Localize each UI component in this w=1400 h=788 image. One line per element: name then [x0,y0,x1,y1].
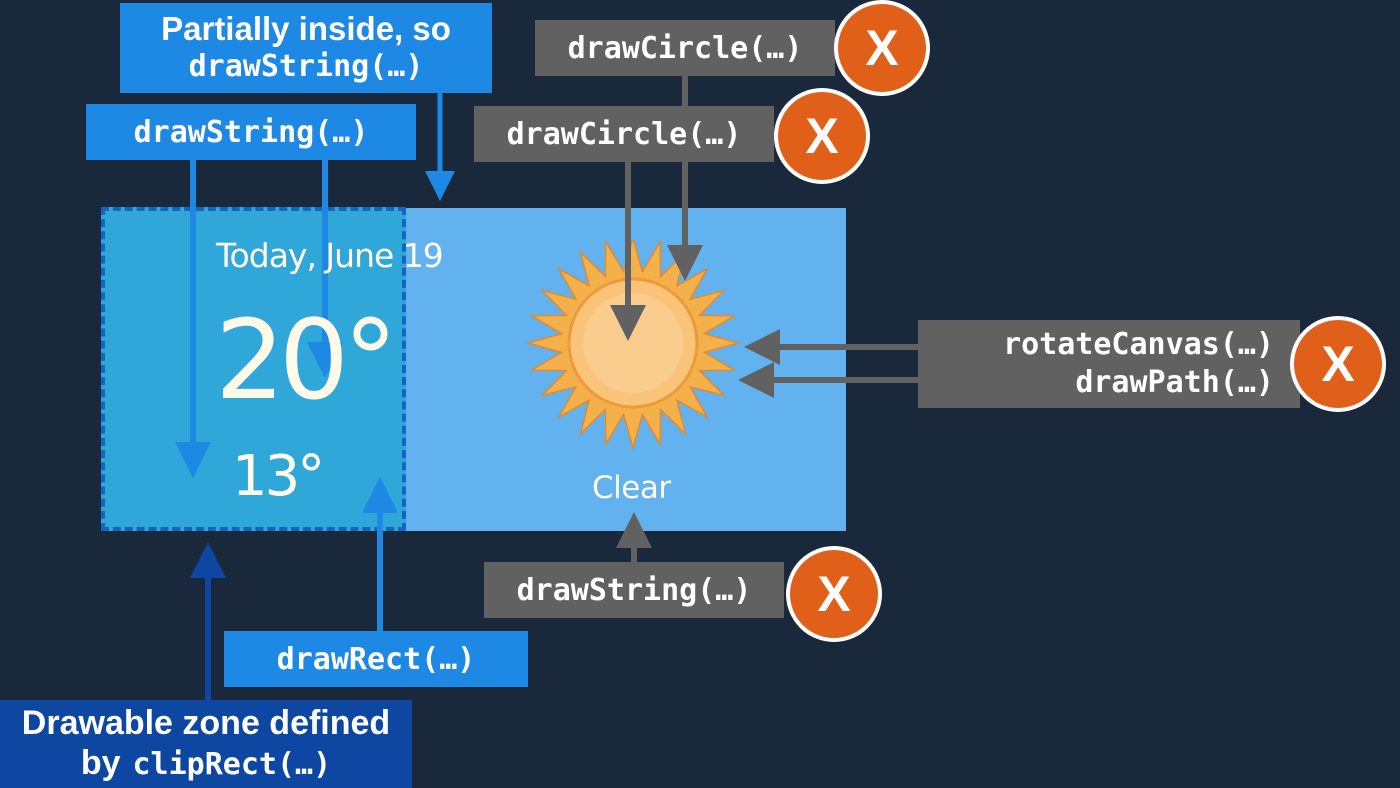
sun-icon [525,240,741,450]
label-draw-path: drawPath(…) [1075,365,1274,400]
label-partially-inside-title: Partially inside, so [161,10,451,47]
x-badge-icon: X [1290,316,1386,412]
label-zone-by: by [80,744,121,782]
condition-text: Clear [592,470,671,506]
label-drawable-zone: Drawable zone defined by clipRect(…) [0,700,412,788]
label-drawable-zone-title: Drawable zone defined [21,704,391,742]
label-draw-string-clear: drawString(…) [484,562,784,618]
label-drawable-zone-line2: by clipRect(…) [81,743,331,785]
clip-rect-zone [101,207,406,531]
label-draw-circle-1: drawCircle(…) [535,20,835,76]
label-draw-circle-2: drawCircle(…) [474,106,774,162]
high-temperature: 20° [215,296,398,424]
label-rotate-path: rotateCanvas(…) drawPath(…) [918,320,1300,408]
label-partially-inside-call: drawString(…) [188,49,424,84]
x-badge-icon: X [774,88,870,184]
label-draw-rect: drawRect(…) [224,631,528,687]
low-temperature: 13° [232,444,325,509]
label-rotate-canvas: rotateCanvas(…) [1003,327,1274,362]
label-partially-inside: Partially inside, so drawString(…) [120,3,492,93]
label-draw-string-inside: drawString(…) [86,104,416,160]
x-badge-icon: X [786,546,882,642]
label-zone-clip-rect: clipRect(…) [132,747,332,782]
date-text: Today, June 19 [216,236,444,275]
x-badge-icon: X [834,0,930,96]
